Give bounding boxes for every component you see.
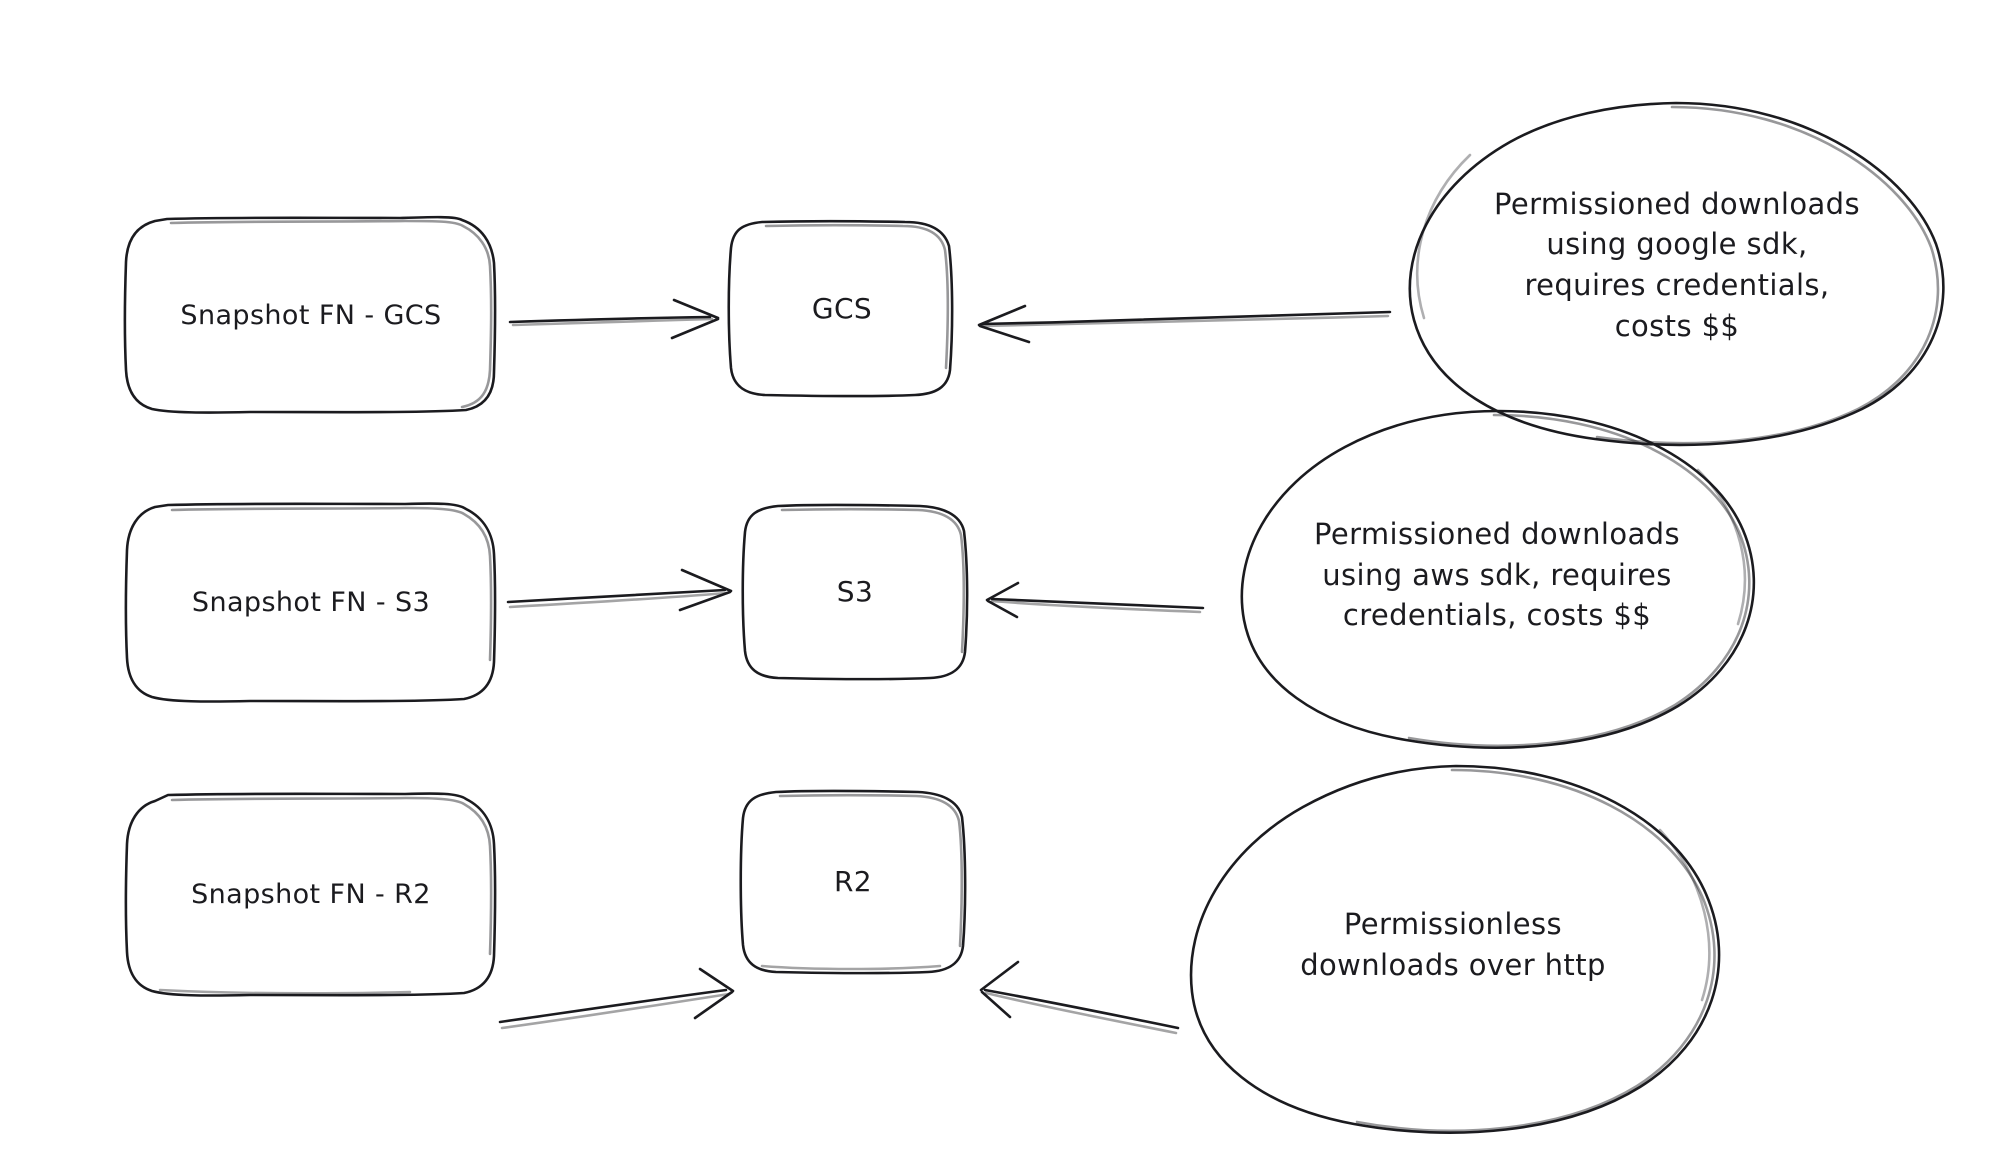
note-gcs-shape[interactable] (1408, 101, 1945, 447)
node-source-gcs-shape[interactable] (123, 215, 497, 414)
edge-source-s3-to-store-s3[interactable] (506, 568, 733, 612)
node-store-s3-shape[interactable] (741, 503, 969, 681)
node-source-s3-shape[interactable] (124, 502, 497, 703)
edge-source-r2-to-store-r2[interactable] (498, 967, 735, 1030)
node-store-gcs-shape[interactable] (727, 219, 954, 398)
edge-source-gcs-to-store-gcs[interactable] (508, 298, 720, 340)
node-store-r2-shape[interactable] (739, 789, 967, 975)
edge-note-r2-to-store-r2[interactable] (979, 960, 1180, 1035)
note-s3-shape[interactable] (1240, 409, 1756, 749)
edge-note-s3-to-store-s3[interactable] (985, 581, 1205, 619)
node-source-r2-shape[interactable] (124, 792, 497, 997)
edge-note-gcs-to-store-gcs[interactable] (977, 304, 1392, 344)
note-r2-shape[interactable] (1189, 764, 1721, 1134)
